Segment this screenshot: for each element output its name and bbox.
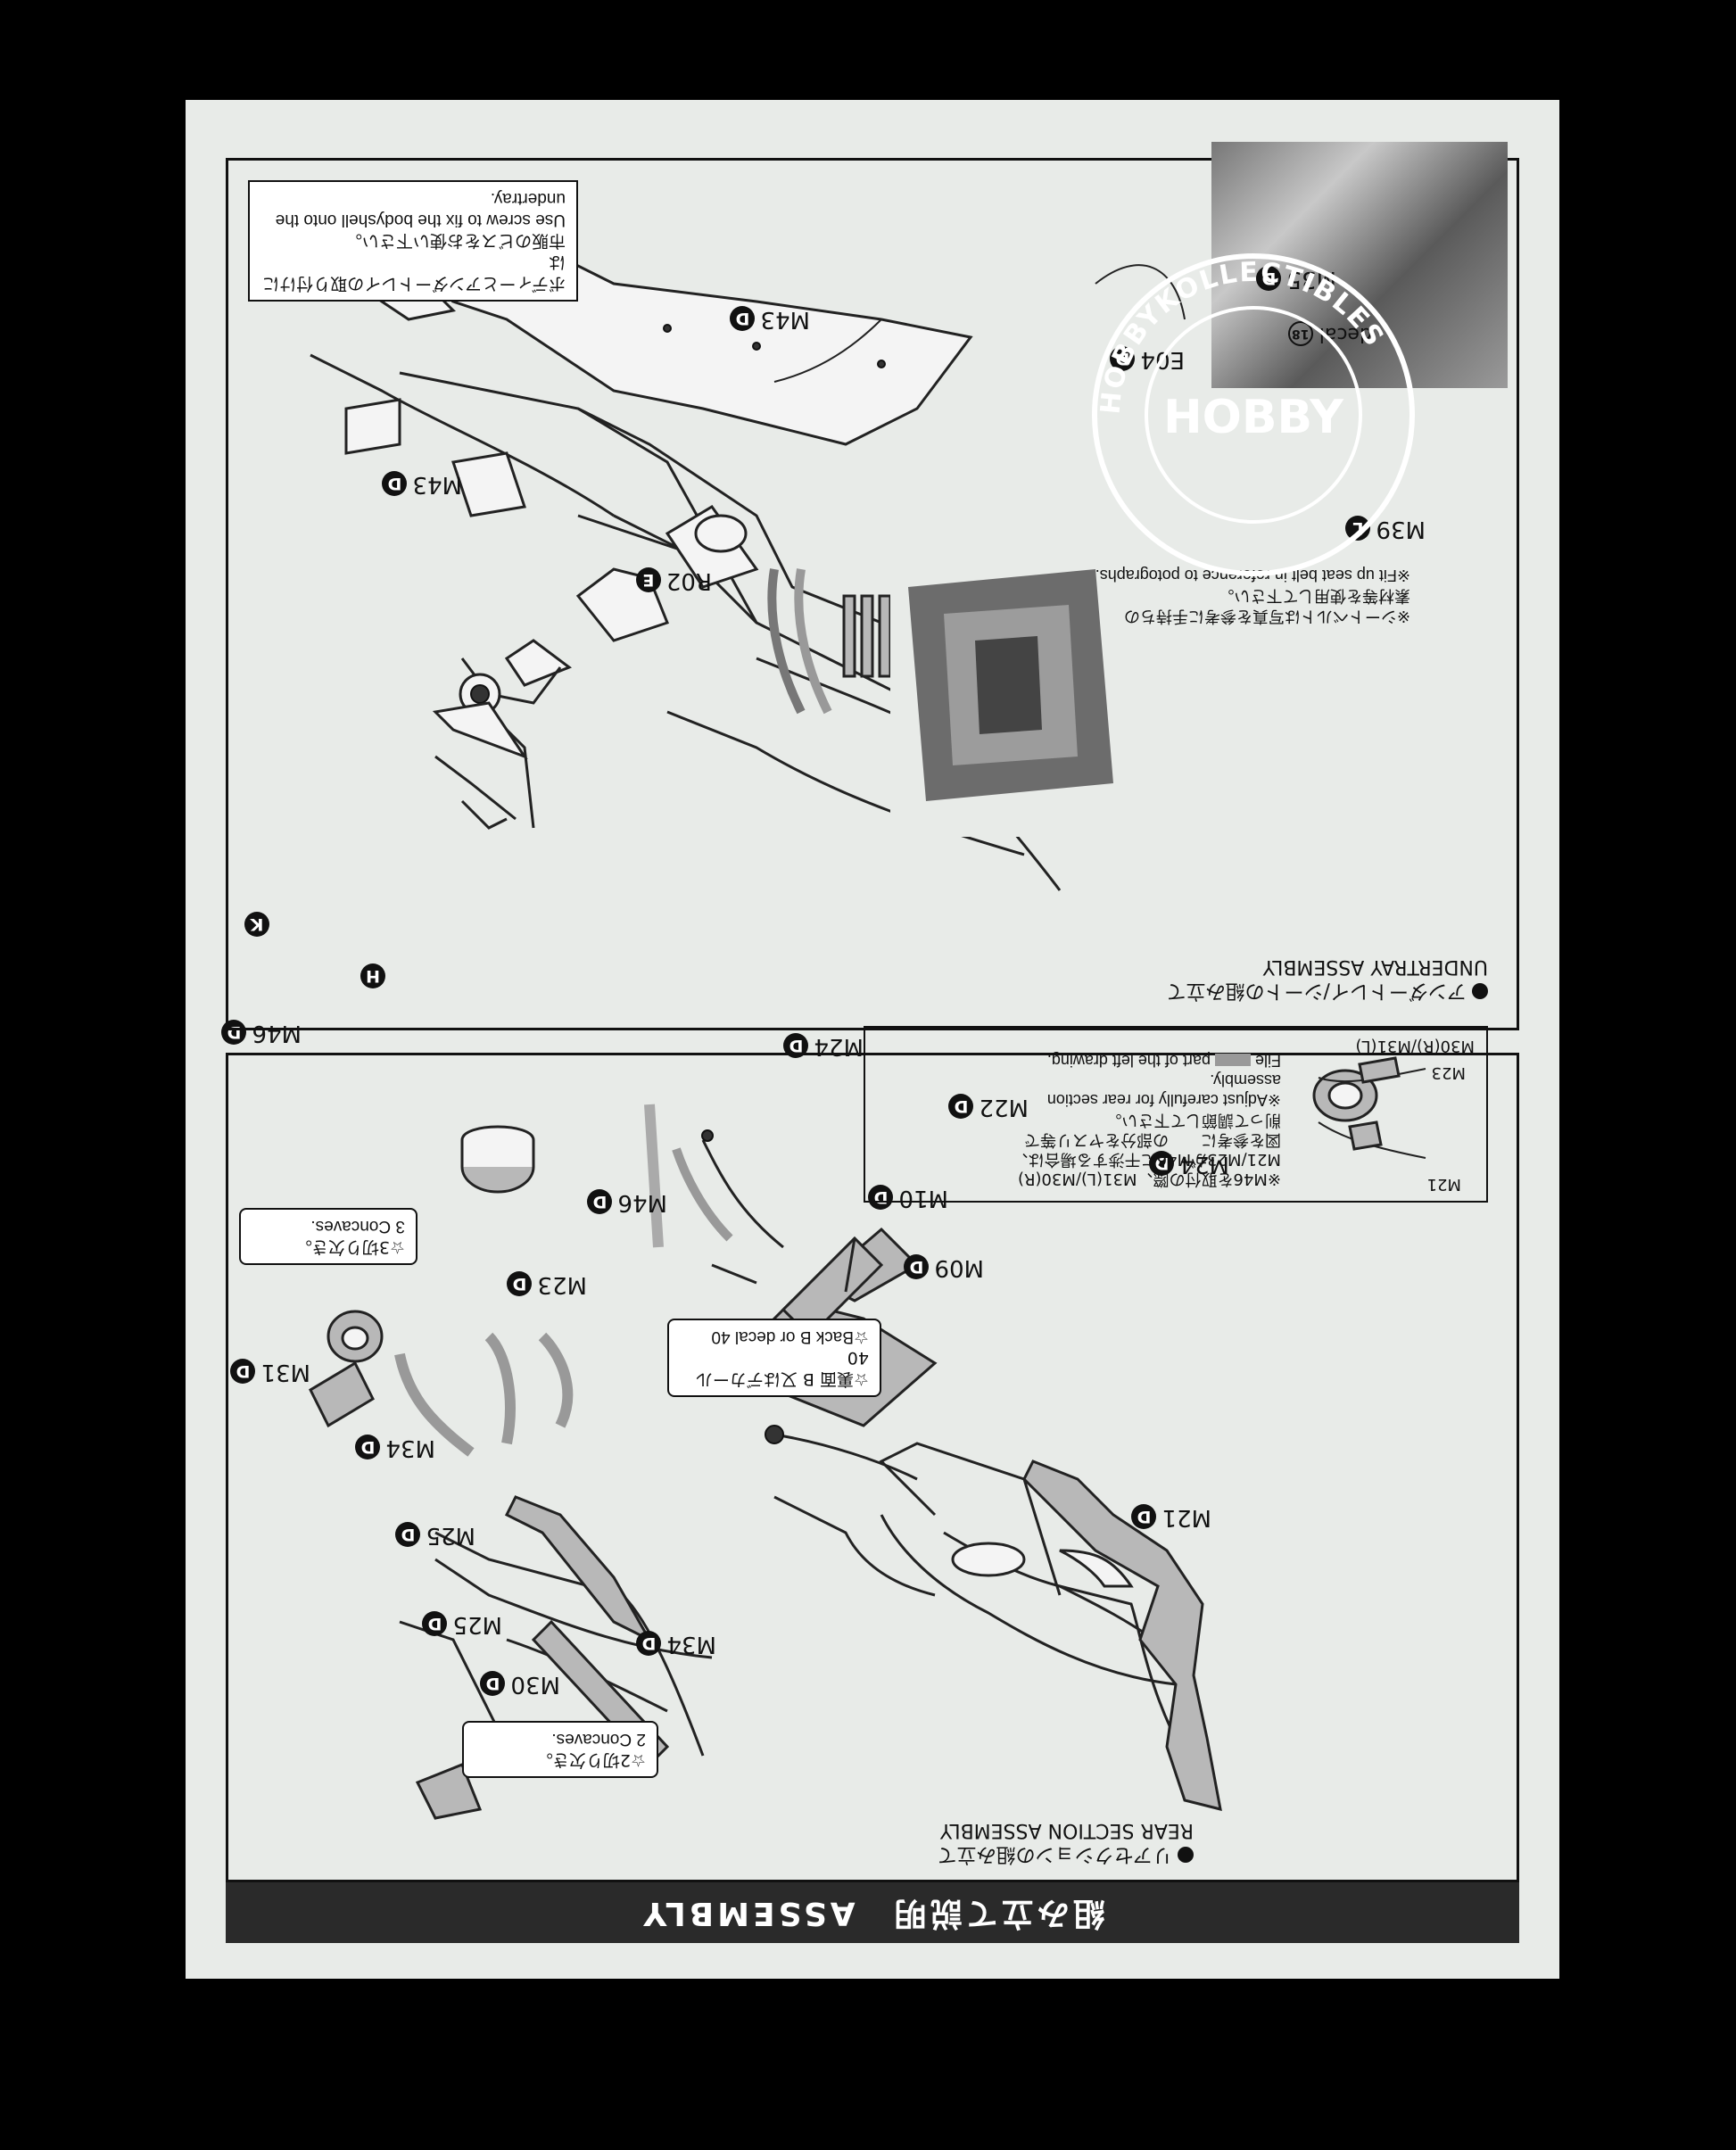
watermark-center-text: HOBBY <box>1163 391 1344 444</box>
watermark-stamp: HOBBYKOLLECTIBLES HOBBY <box>1092 253 1415 576</box>
part-label-m43-left: M43D <box>382 471 462 498</box>
seat-photo-tub <box>890 542 1149 837</box>
sheet-content-upside-down: 組み立て説明 ASSEMBLY リアセクションの組み立て REAR SECTIO… <box>186 100 1559 1979</box>
part-label-r02: R02E <box>635 567 712 594</box>
instruction-sheet: 組み立て説明 ASSEMBLY リアセクションの組み立て REAR SECTIO… <box>186 100 1559 1979</box>
part-label-m43-right: M43D <box>730 306 810 333</box>
info-box-drawing <box>1312 1056 1426 1159</box>
screw-note: ボディーとアンダートレイの取り付けには 市販のビスをお使い下さい。 Use sc… <box>248 180 578 302</box>
